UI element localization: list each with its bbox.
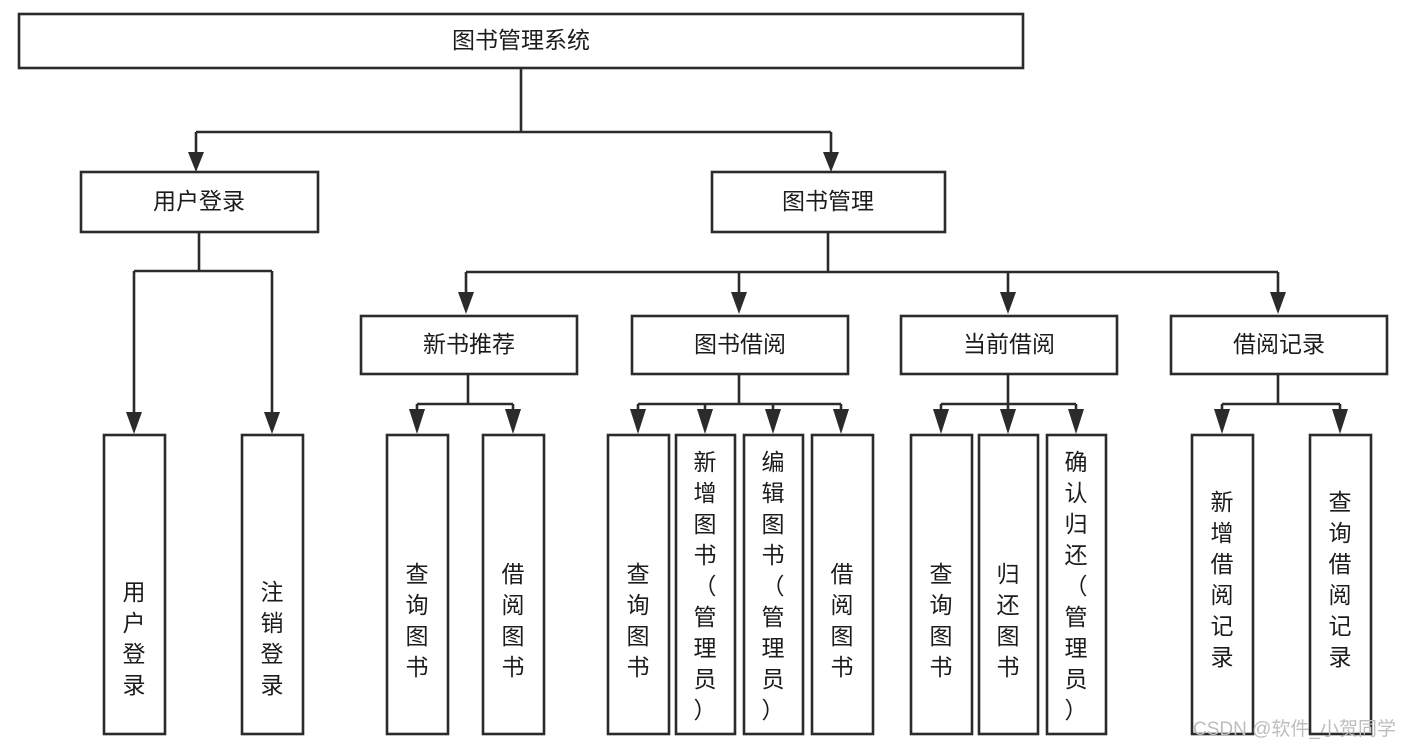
node-new-book-recommend-label: 新书推荐 [423,331,515,357]
node-book-management[interactable]: 图书管理 [710,170,947,234]
leaf-query-book-current-box[interactable] [909,433,974,736]
leaf-add-borrow-record-box[interactable] [1190,433,1255,736]
node-current-borrow-label: 当前借阅 [963,331,1055,357]
node-book-borrow[interactable]: 图书借阅 [630,314,850,376]
leaf-return-book[interactable]: 归还图书 [977,433,1040,736]
leaf-query-book-current-label: 查询图书 [930,561,953,680]
leaf-confirm-return-box[interactable] [1045,433,1108,736]
leaf-query-book-borrow-box[interactable] [606,433,671,736]
node-borrow-record[interactable]: 借阅记录 [1169,314,1389,376]
leaf-logout[interactable]: 注销登录 [240,433,305,736]
watermark-label: CSDN @软件_小贺同学 [1193,718,1396,740]
leaf-query-borrow-record[interactable]: 查询借阅记录 [1308,433,1373,736]
leaf-query-book-recommend-box[interactable] [385,433,450,736]
leaf-return-book-box[interactable] [977,433,1040,736]
connector-root-to-level2 [194,68,833,152]
leaf-query-borrow-record-label: 查询借阅记录 [1329,489,1352,670]
node-new-book-recommend-box[interactable] [359,314,579,376]
leaf-add-borrow-record-label: 新增借阅记录 [1211,489,1234,670]
leaf-borrow-book-recommend[interactable]: 借阅图书 [481,433,546,736]
node-new-book-recommend[interactable]: 新书推荐 [359,314,579,376]
leaf-query-book-current[interactable]: 查询图书 [909,433,974,736]
leaf-add-book-box[interactable] [674,433,737,736]
leaf-add-book-label: 新增图书（管理员） [694,449,717,723]
leaf-add-book[interactable]: 新增图书（管理员） [674,433,737,736]
arrow-head-leaf-borrow-book-1 [505,409,521,434]
connector-book-borrow-to-leaves [636,374,843,412]
leaf-confirm-return-label: 确认归还（管理员） [1065,449,1088,723]
arrow-head-to-new-book [458,292,474,314]
leaf-add-borrow-record[interactable]: 新增借阅记录 [1190,433,1255,736]
leaf-confirm-return[interactable]: 确认归还（管理员） [1045,433,1108,736]
node-root-label: 图书管理系统 [452,27,590,53]
leaf-return-book-label: 归还图书 [997,561,1020,680]
connector-book-manage-to-level3 [464,232,1280,292]
arrow-head-leaf-add-record [1214,409,1230,434]
leaf-edit-book-label: 编辑图书（管理员） [762,449,785,723]
node-user-login-label: 用户登录 [153,188,245,214]
leaf-query-borrow-record-box[interactable] [1308,433,1373,736]
node-root-box[interactable] [17,12,1025,70]
arrow-head-to-book-manage [823,152,839,172]
node-user-login[interactable]: 用户登录 [79,170,320,234]
arrow-head-leaf-query-book-2 [630,409,646,434]
node-user-login-box[interactable] [79,170,320,234]
arrow-head-leaf-logout [264,412,280,434]
leaf-user-login[interactable]: 用户登录 [102,433,167,736]
leaf-query-book-borrow[interactable]: 查询图书 [606,433,671,736]
arrow-head-to-user-login [188,152,204,172]
leaf-user-login-label: 用户登录 [123,579,146,698]
node-book-management-box[interactable] [710,170,947,234]
arrow-head-leaf-return-book [1000,409,1016,434]
node-book-borrow-label: 图书借阅 [694,331,786,357]
connector-current-borrow-to-leaves [939,374,1078,412]
leaf-borrow-book[interactable]: 借阅图书 [810,433,875,736]
node-root-book-management-system[interactable]: 图书管理系统 [17,12,1025,70]
leaf-borrow-book-label: 借阅图书 [831,561,854,680]
leaf-query-book-recommend[interactable]: 查询图书 [385,433,450,736]
connector-layer [126,68,1348,434]
arrow-head-leaf-query-book-1 [409,409,425,434]
node-current-borrow-box[interactable] [899,314,1119,376]
leaf-query-book-recommend-label: 查询图书 [406,561,429,680]
arrow-head-leaf-query-record [1332,409,1348,434]
leaf-logout-label: 注销登录 [261,579,284,698]
connector-borrow-record-to-leaves [1220,374,1342,412]
arrow-head-leaf-add-book [697,409,713,434]
leaf-query-book-borrow-label: 查询图书 [627,561,650,680]
arrow-head-leaf-edit-book [765,409,781,434]
node-book-management-label: 图书管理 [782,188,874,214]
arrow-head-leaf-query-book-3 [933,409,949,434]
connector-user-login-to-leaves [132,232,274,412]
connector-new-book-to-leaves [415,374,515,412]
node-borrow-record-box[interactable] [1169,314,1389,376]
leaf-borrow-book-recommend-label: 借阅图书 [502,561,525,680]
arrow-head-leaf-borrow-book-2 [833,409,849,434]
arrow-head-to-borrow-record [1270,292,1286,314]
arrow-head-leaf-confirm-return [1068,409,1084,434]
leaf-borrow-book-box[interactable] [810,433,875,736]
leaf-logout-box[interactable] [240,433,305,736]
leaf-user-login-box[interactable] [102,433,167,736]
arrow-head-leaf-user-login [126,412,142,434]
leaf-edit-book-box[interactable] [742,433,805,736]
arrow-head-to-current-borrow [1000,292,1016,314]
node-borrow-record-label: 借阅记录 [1233,331,1325,357]
node-book-borrow-box[interactable] [630,314,850,376]
leaf-borrow-book-recommend-box[interactable] [481,433,546,736]
leaf-edit-book[interactable]: 编辑图书（管理员） [742,433,805,736]
node-current-borrow[interactable]: 当前借阅 [899,314,1119,376]
arrow-head-to-book-borrow [731,292,747,314]
